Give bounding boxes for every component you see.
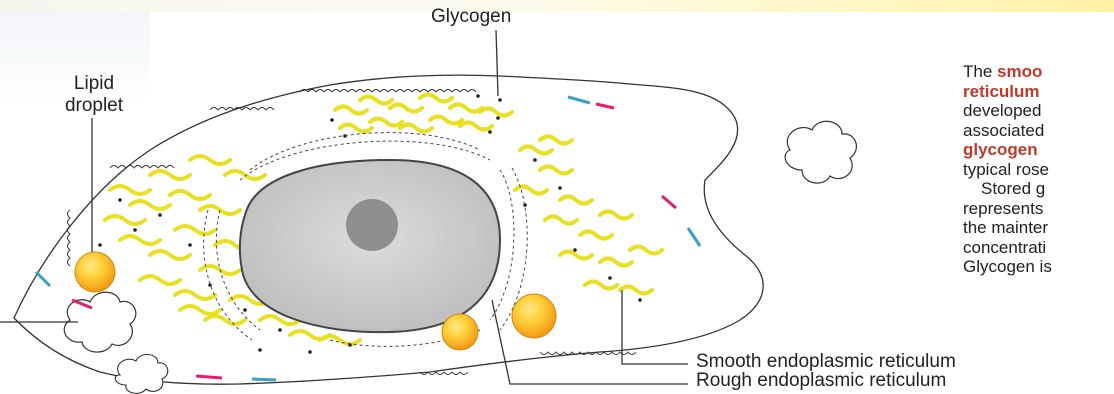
caption-line-5: glycogen — [963, 140, 1114, 160]
lipid-droplet-left — [75, 252, 115, 292]
lipid-droplet-label: Lipid droplet — [64, 73, 124, 117]
caption-line-4: associated — [963, 121, 1114, 141]
glycogen-label: Glycogen — [431, 6, 511, 28]
caption-line-6: typical rose — [963, 160, 1114, 180]
rough-er-top — [335, 95, 512, 132]
caption-line-3: developed — [963, 101, 1114, 121]
caption-line-9: the mainter — [963, 218, 1114, 238]
lipid-label-line2: droplet — [64, 95, 124, 117]
caption-text-block: The smoo reticulum developed associated … — [963, 62, 1114, 277]
lipid-droplet-right — [512, 294, 556, 338]
caption-line-11: Glycogen is — [963, 257, 1114, 277]
lipid-droplet-mid — [442, 314, 478, 350]
caption-line-1-highlight: smoo — [997, 62, 1042, 81]
bile-canaliculus-right — [785, 121, 856, 183]
nucleolus — [346, 199, 398, 251]
caption-line-1-prefix: The — [963, 62, 997, 81]
caption-line-8: represents — [963, 199, 1114, 219]
caption-line-1: The smoo — [963, 62, 1114, 82]
lipid-label-line1: Lipid — [64, 73, 124, 95]
caption-line-10: concentrati — [963, 238, 1114, 258]
caption-line-7: Stored g — [963, 179, 1114, 199]
microvilli-bottom — [420, 352, 636, 375]
rough-er-right — [515, 137, 662, 294]
caption-line-2: reticulum — [963, 82, 1114, 102]
bile-canaliculus-bottom — [115, 354, 168, 393]
rough-er-label: Rough endoplasmic reticulum — [696, 370, 946, 392]
